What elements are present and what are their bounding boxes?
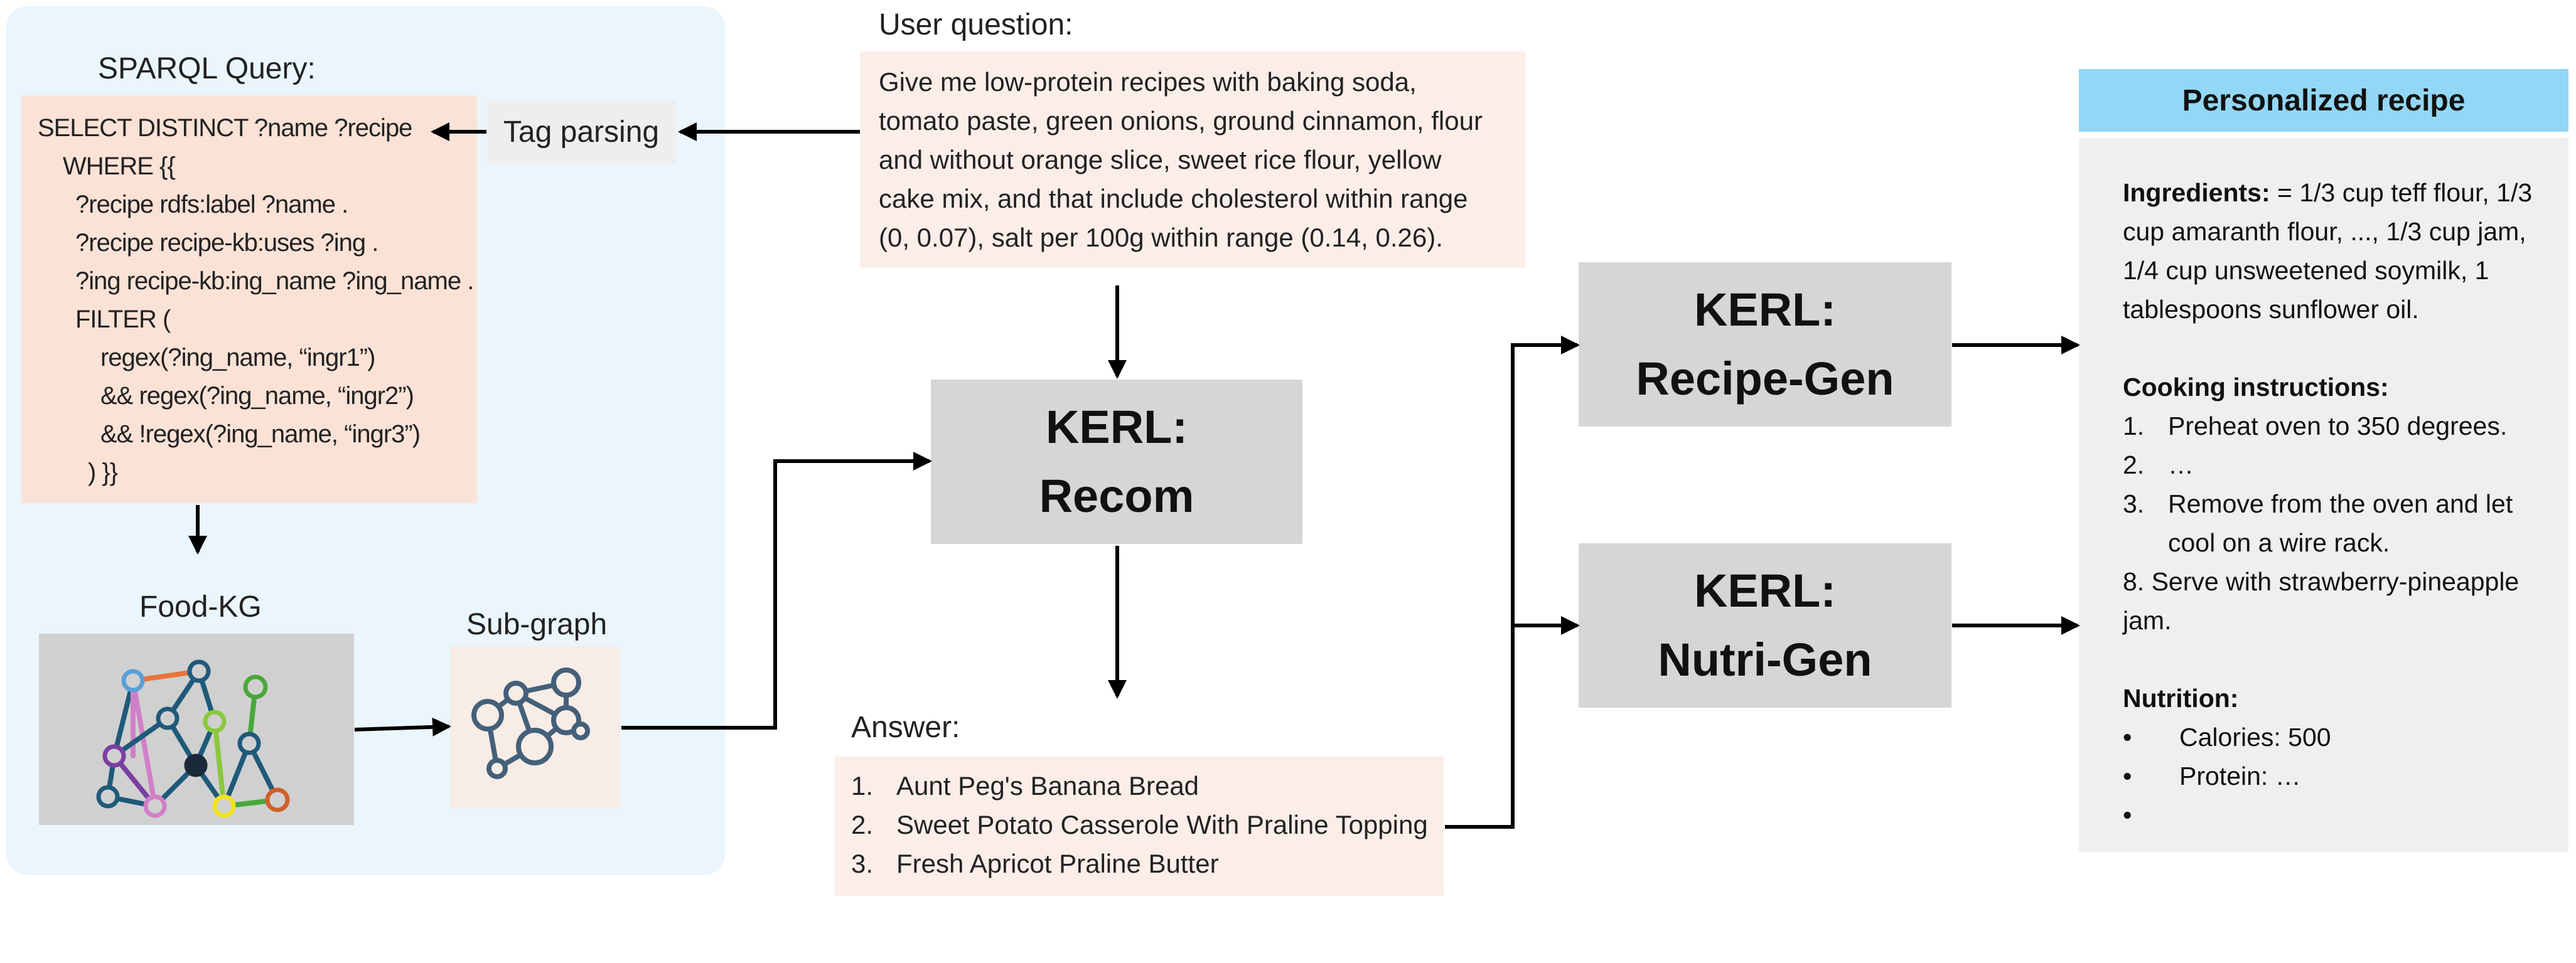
subgraph-box [450,646,620,808]
answer-item: 3. Fresh Apricot Praline Butter [851,844,1444,883]
step-num: 3. [2123,489,2145,518]
ingredients-text: cup amaranth flour, ..., 1/3 cup jam, [2123,217,2526,246]
tag-parsing-box: Tag parsing [487,100,675,163]
sparql-line: regex(?ing_name, “ingr1”) [100,344,375,371]
question-line: cake mix, and that include cholesterol w… [879,184,1468,213]
answer-title: Answer: [851,711,960,744]
bullet-icon: • [2123,762,2132,790]
answer-num: 1. [851,771,874,801]
sparql-title: SPARQL Query: [98,52,316,85]
kerl-nutri-gen-box: KERL: Nutri-Gen [1579,543,1951,708]
sparql-line: ) }} [88,459,118,486]
arrow-answer-to-recipe-gen [1445,336,1580,829]
answer-item: 1. Aunt Peg's Banana Bread [851,767,1444,806]
answer-box: 1. Aunt Peg's Banana Bread 2. Sweet Pota… [835,757,1444,896]
nutrition-text: Protein: … [2179,762,2301,790]
step-num: 2. [2123,450,2145,479]
nutrition-item: • Calories: 500 [2123,718,2541,757]
cooking-step: cool on a wire rack. [2123,523,2541,562]
kerl-recipe-gen-line1: KERL: [1693,284,1837,336]
kerl-recom-box: KERL: Recom [931,380,1302,544]
sparql-line: && !regex(?ing_name, “ingr3”) [100,420,421,448]
step-text: Preheat oven to 350 degrees. [2168,412,2508,440]
question-title: User question: [879,8,1073,41]
sparql-line: ?ing recipe-kb:ing_name ?ing_name . [75,267,474,295]
step-text: Remove from the oven and let [2168,489,2513,518]
question-line: and without orange slice, sweet rice flo… [879,145,1442,174]
bullet-icon: • [2123,801,2132,829]
cooking-step: 2. … [2123,445,2541,484]
answer-text: Sweet Potato Casserole With Praline Topp… [896,810,1428,839]
subgraph-title: Sub-graph [466,608,608,641]
step-text: cool on a wire rack. [2168,528,2390,557]
kerl-nutri-gen-line2: Nutri-Gen [1658,634,1872,686]
personalized-recipe-body: Ingredients: = 1/3 cup teff flour, 1/3 c… [2079,138,2568,852]
food-kg-graph [39,634,354,825]
cooking-step-8: 8. Serve with strawberry-pineapple [2123,567,2520,596]
sparql-line: ?recipe rdfs:label ?name . [75,191,348,218]
food-kg-graph-icon [96,659,290,818]
kerl-recom-line1: KERL: [1045,401,1188,453]
bullet-icon: • [2123,723,2132,752]
ingredients-text: tablespoons sunflower oil. [2123,295,2419,324]
sparql-line: ?recipe recipe-kb:uses ?ing . [75,229,378,257]
cooking-step: 3. Remove from the oven and let [2123,484,2541,523]
ingredients-text: 1/4 cup unsweetened soymilk, 1 [2123,256,2489,285]
cooking-label: Cooking instructions: [2123,373,2389,402]
kerl-recipe-gen-box: KERL: Recipe-Gen [1579,262,1951,427]
nutrition-text: Calories: 500 [2179,723,2331,752]
ingredients-line: Ingredients: = 1/3 cup teff flour, 1/3 [2123,173,2541,212]
answer-num: 3. [851,849,874,878]
question-line: tomato paste, green onions, ground cinna… [879,106,1483,136]
answer-text: Aunt Peg's Banana Bread [896,771,1199,801]
question-line: (0, 0.07), salt per 100g within range (0… [879,223,1443,252]
arrow-subgraph-to-recom [621,452,932,730]
sparql-line: && regex(?ing_name, “ingr2”) [100,382,414,410]
step-num: 1. [2123,412,2145,440]
arrow-kg-to-subgraph [354,717,451,737]
sparql-line: WHERE {{ [63,152,176,180]
answer-item: 2. Sweet Potato Casserole With Praline T… [851,806,1444,844]
kerl-recom-line2: Recom [1039,470,1194,522]
answer-text: Fresh Apricot Praline Butter [896,849,1219,878]
nutrition-item: • [2123,795,2541,834]
step-text: … [2168,450,2194,479]
sparql-query-box: SELECT DISTINCT ?name ?recipe WHERE {{ ?… [21,95,477,503]
cooking-step: 1. Preheat oven to 350 degrees. [2123,407,2541,445]
ingredients-text: = 1/3 cup teff flour, 1/3 [2270,178,2533,207]
cooking-step-8-cont: jam. [2123,606,2172,635]
sparql-line: FILTER ( [75,306,171,333]
personalized-recipe-header: Personalized recipe [2079,69,2568,132]
answer-num: 2. [851,810,874,839]
nutrition-item: • Protein: … [2123,757,2541,795]
kerl-recipe-gen-line2: Recipe-Gen [1636,353,1894,405]
sparql-line: SELECT DISTINCT ?name ?recipe [38,114,412,142]
nutrition-label: Nutrition: [2123,684,2239,713]
ingredients-label: Ingredients: [2123,178,2270,207]
subgraph-icon [471,668,590,779]
question-line: Give me low-protein recipes with baking … [879,67,1417,97]
kerl-nutri-gen-line1: KERL: [1693,565,1837,617]
food-kg-title: Food-KG [139,590,262,624]
question-box: Give me low-protein recipes with baking … [860,51,1525,268]
